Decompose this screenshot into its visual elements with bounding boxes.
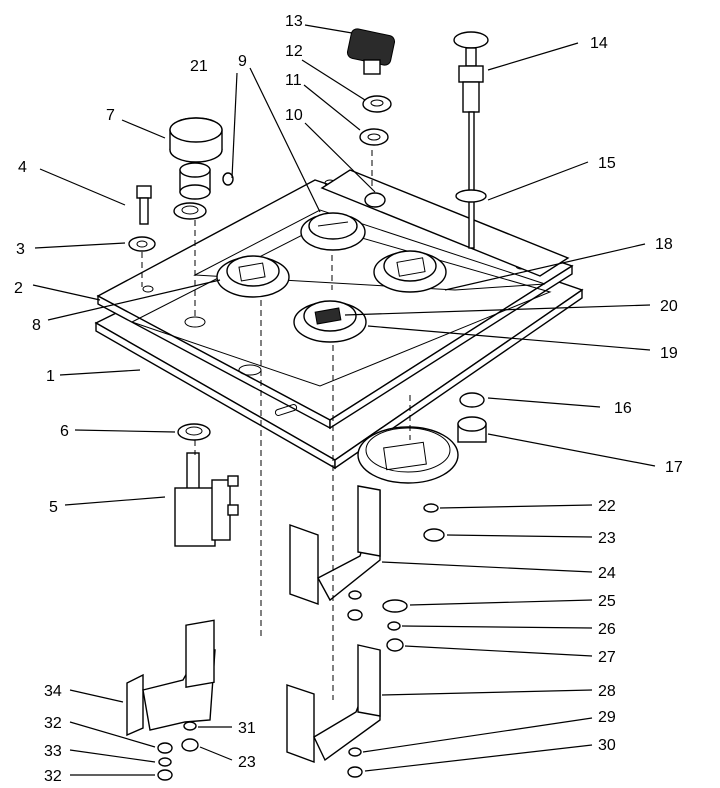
washer-3: [128, 236, 156, 252]
callout-19: 19: [660, 345, 678, 362]
knob-bushing: [179, 162, 211, 200]
alignment-lines: [141, 150, 411, 700]
callout-1: 1: [46, 368, 55, 385]
callout-6: 6: [60, 423, 69, 440]
callout-12: 12: [285, 43, 303, 60]
gauge-9: [300, 212, 366, 251]
callout-2: 2: [14, 280, 23, 297]
callout-34: 34: [44, 683, 62, 700]
knob-nut: [173, 202, 207, 220]
gauge-right: [373, 250, 447, 293]
bracket-24: [289, 485, 381, 605]
callout-23a: 23: [598, 530, 616, 547]
nut-30: [347, 766, 363, 778]
callout-31: 31: [238, 720, 256, 737]
key: [346, 28, 396, 75]
callout-9: 9: [238, 53, 247, 70]
callout-8: 8: [32, 317, 41, 334]
washer-29: [348, 747, 362, 757]
callout-5: 5: [49, 499, 58, 516]
key-nut: [362, 95, 392, 113]
callout-25: 25: [598, 593, 616, 610]
nut-23: [423, 528, 445, 542]
nut-17: [457, 416, 487, 443]
callout-33: 33: [44, 743, 62, 760]
callout-labels: 1 2 3 4 5 6 7 8 9 10 11 12 13 14 15 16 1…: [14, 13, 683, 785]
callout-26: 26: [598, 621, 616, 638]
callout-4: 4: [18, 159, 27, 176]
washer-25: [382, 599, 408, 613]
washer-22: [423, 503, 439, 513]
lock-washer-16: [459, 392, 485, 408]
callout-13: 13: [285, 13, 303, 30]
callout-16: 16: [614, 400, 632, 417]
knob: [169, 117, 223, 163]
bracket-28: [286, 644, 381, 764]
choke-cable: [453, 31, 489, 249]
callout-7: 7: [106, 107, 115, 124]
callout-11: 11: [285, 72, 302, 89]
gauge-bezel: [357, 426, 459, 484]
washer-31: [183, 721, 197, 731]
bracket-34: [126, 619, 216, 737]
callout-32a: 32: [44, 715, 62, 732]
set-screw: [222, 172, 234, 186]
callout-29: 29: [598, 709, 616, 726]
hardware-stack-32-33: [157, 742, 173, 781]
callout-14: 14: [590, 35, 608, 52]
callout-27: 27: [598, 649, 616, 666]
callout-18: 18: [655, 236, 673, 253]
cap-screw: [136, 185, 152, 225]
leader-lines: [32, 24, 656, 776]
nut-23b: [181, 738, 199, 752]
callout-17: 17: [665, 459, 683, 476]
callout-10: 10: [285, 107, 303, 124]
callout-20: 20: [660, 298, 678, 315]
nut-27: [386, 638, 404, 652]
callout-3: 3: [16, 241, 25, 258]
callout-24: 24: [598, 565, 616, 582]
callout-32b: 32: [44, 768, 62, 785]
callout-22: 22: [598, 498, 616, 515]
callout-23b: 23: [238, 754, 256, 771]
callout-30: 30: [598, 737, 616, 754]
callout-28: 28: [598, 683, 616, 700]
indicator-gauge-19-20: [293, 300, 367, 343]
callout-21: 21: [190, 58, 208, 75]
key-lockwasher: [359, 128, 389, 146]
lock-washer-26: [387, 621, 401, 631]
switch: [174, 452, 239, 547]
washer-stack-24: [347, 590, 363, 621]
switch-nut: [177, 423, 211, 441]
hour-meter: [216, 255, 290, 298]
callout-15: 15: [598, 155, 616, 172]
key-switch-body: [364, 192, 386, 208]
